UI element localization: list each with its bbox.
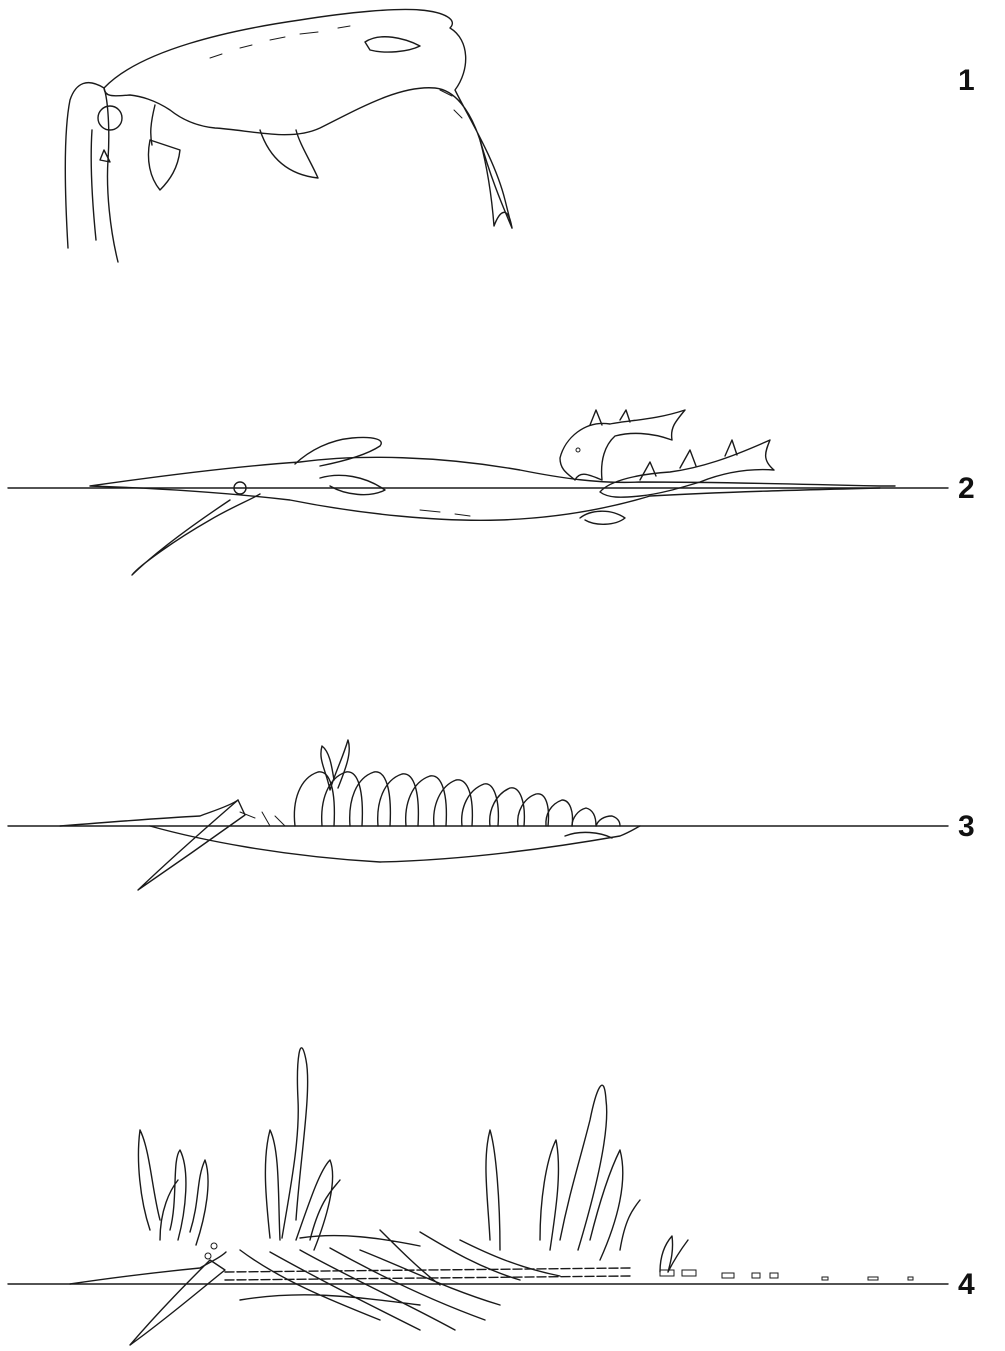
stage-4-algae — [138, 1048, 688, 1272]
stage-4-disarticulated-skeleton — [8, 1048, 948, 1345]
stage-3-skeleton-partially-buried — [8, 740, 948, 890]
stage-4-label: 4 — [958, 1268, 975, 1301]
stage-3-ribs — [294, 772, 620, 826]
stage-1-floating-carcass — [65, 9, 512, 262]
stage-2-label: 2 — [958, 472, 975, 505]
stage-3-label: 3 — [958, 810, 975, 843]
stage-1-label: 1 — [958, 64, 975, 97]
stage-2-carcass-seafloor — [8, 410, 948, 575]
